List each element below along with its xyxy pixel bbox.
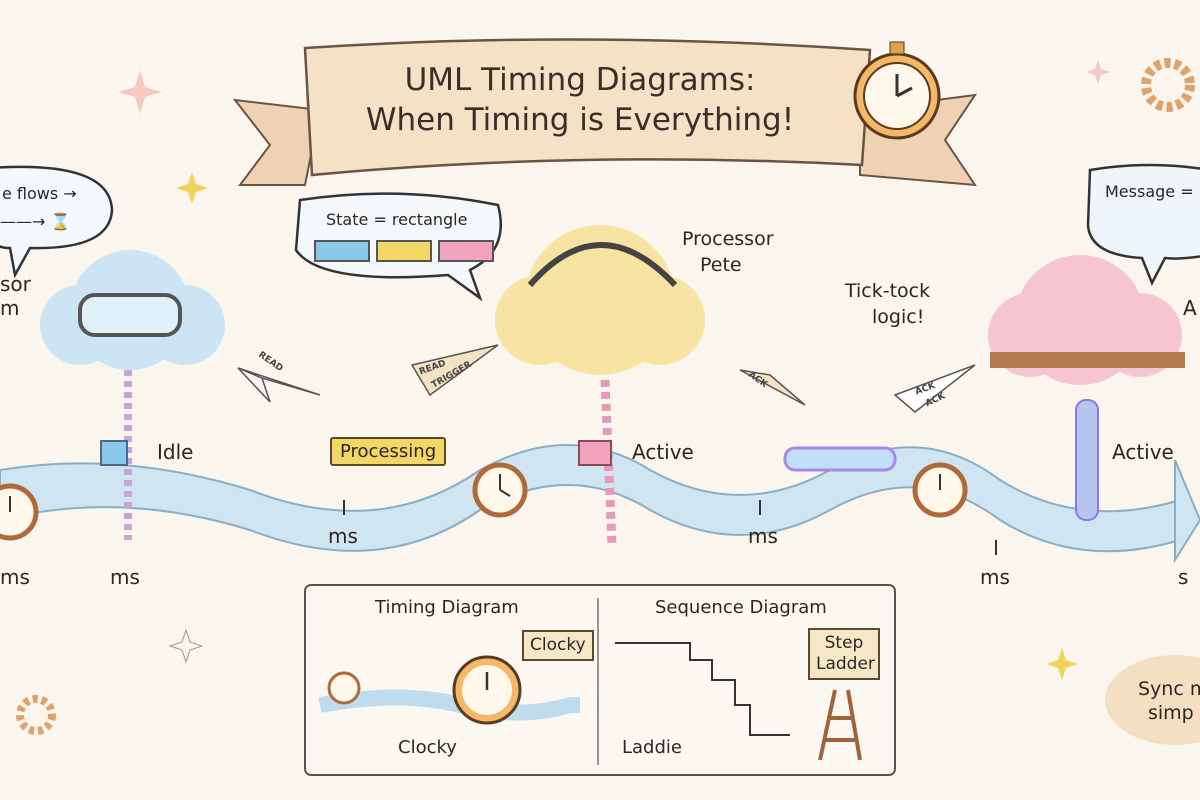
laddie-caption: Laddie bbox=[622, 737, 682, 758]
paper-plane-icon bbox=[739, 369, 806, 406]
state-swatch-blue bbox=[314, 240, 370, 262]
clock-icon bbox=[912, 462, 968, 518]
right-bubble-text: Message = bbox=[1105, 182, 1194, 201]
arrowhead bbox=[1174, 459, 1200, 564]
clock-icon bbox=[0, 483, 39, 541]
sparkle-icon bbox=[168, 628, 204, 664]
sparkle-icon bbox=[118, 70, 162, 114]
paper-plane-icon bbox=[410, 344, 499, 397]
time-label: ms bbox=[328, 524, 358, 548]
banner bbox=[303, 38, 872, 177]
state-box-active bbox=[578, 440, 612, 466]
ticktock-line2: logic! bbox=[872, 306, 925, 328]
paper-plane-icon bbox=[237, 367, 321, 403]
message-tube bbox=[783, 446, 897, 472]
state-label-active-2: Active bbox=[1112, 440, 1174, 464]
clocky-sign: Clocky bbox=[522, 630, 594, 661]
title-line-1: UML Timing Diagrams: bbox=[404, 62, 756, 98]
clock-icon bbox=[327, 671, 361, 705]
lifeline-rope bbox=[600, 379, 617, 546]
banner-title: UML Timing Diagrams: When Timing is Ever… bbox=[300, 60, 860, 140]
clock-mascot-icon bbox=[452, 655, 522, 725]
state-box-idle bbox=[100, 440, 128, 466]
gear-icon bbox=[1141, 58, 1195, 112]
cloud-character-assistant bbox=[988, 255, 1185, 385]
hourglass-icon: ⌛ bbox=[50, 212, 71, 231]
time-label: s bbox=[1178, 565, 1189, 589]
comparison-panel bbox=[304, 584, 896, 776]
corner-note-line2: simp bbox=[1148, 702, 1194, 724]
state-swatch-pink bbox=[438, 240, 494, 262]
sparkle-icon bbox=[1086, 60, 1110, 84]
left-label-line2: m bbox=[0, 296, 20, 320]
cloud-character-idle bbox=[40, 250, 225, 370]
clock-mascot-icon bbox=[853, 41, 941, 140]
sparkle-icon bbox=[1046, 648, 1078, 680]
ladder-icon bbox=[818, 689, 862, 761]
time-label: ms bbox=[0, 565, 30, 589]
title-line-2: When Timing is Everything! bbox=[365, 102, 795, 138]
clock-icon bbox=[472, 462, 528, 518]
note-blob bbox=[1105, 655, 1200, 745]
left-label-line1: sor bbox=[0, 272, 31, 296]
clocky-caption: Clocky bbox=[398, 737, 457, 758]
right-label: A bbox=[1183, 296, 1197, 320]
state-label-idle: Idle bbox=[157, 440, 194, 464]
state-label-active: Active bbox=[632, 440, 694, 464]
corner-note-line1: Sync m bbox=[1138, 678, 1200, 700]
lifeline-tube bbox=[1075, 399, 1099, 521]
cloud-character-processor bbox=[495, 225, 705, 375]
step-ladder-sign: Step Ladder bbox=[808, 628, 880, 680]
state-box-processing: Processing bbox=[330, 437, 447, 466]
speech-bubble bbox=[0, 165, 114, 279]
processor-label-line2: Pete bbox=[700, 254, 742, 276]
time-label: ms bbox=[748, 524, 778, 548]
time-label: ms bbox=[110, 565, 140, 589]
speech-bubble bbox=[1086, 163, 1200, 286]
left-bubble-arrow: ——→ ⌛ bbox=[0, 212, 71, 231]
sequence-diagram-title: Sequence Diagram bbox=[655, 597, 827, 618]
processor-label-line1: Processor bbox=[682, 228, 774, 250]
paper-plane-icon bbox=[893, 364, 976, 413]
state-swatch-yellow bbox=[376, 240, 432, 262]
time-label: ms bbox=[980, 565, 1010, 589]
sparkle-icon bbox=[176, 172, 208, 204]
timing-diagram-title: Timing Diagram bbox=[375, 597, 519, 618]
gear-icon bbox=[16, 695, 56, 735]
ticktock-line1: Tick-tock bbox=[845, 280, 931, 302]
left-bubble-text: e flows → bbox=[2, 184, 77, 203]
sequence-steps bbox=[615, 642, 790, 736]
state-bubble-text: State = rectangle bbox=[326, 210, 468, 229]
